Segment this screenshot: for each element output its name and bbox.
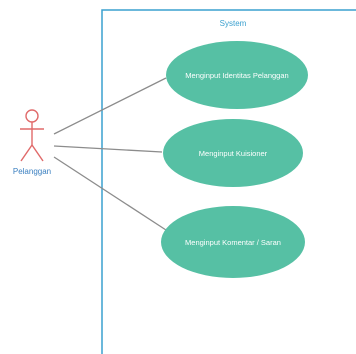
association-line-komentar bbox=[53, 156, 167, 231]
use-case-label: Menginput Kuisioner bbox=[199, 149, 268, 158]
actor: Pelanggan bbox=[13, 109, 51, 176]
use-case-label: Menginput Komentar / Saran bbox=[185, 238, 281, 247]
associations bbox=[53, 77, 167, 231]
use-case-ellipse bbox=[161, 206, 305, 278]
association-line-kuisioner bbox=[53, 145, 163, 153]
use-case-komentar: Menginput Komentar / Saran bbox=[161, 206, 305, 278]
association-line-identitas bbox=[53, 77, 167, 135]
actor-figure-icon bbox=[20, 109, 44, 162]
use-case-kuisioner: Menginput Kuisioner bbox=[163, 119, 303, 187]
system-border bbox=[101, 9, 356, 354]
system-title: System bbox=[220, 19, 247, 28]
use-case-label: Menginput Identitas Pelanggan bbox=[185, 71, 288, 80]
actor-label: Pelanggan bbox=[13, 167, 51, 176]
use-case-ellipse bbox=[163, 119, 303, 187]
system-boundary: System bbox=[101, 9, 356, 354]
use-case-identitas: Menginput Identitas Pelanggan bbox=[166, 41, 308, 109]
use-case-ellipse bbox=[166, 41, 308, 109]
